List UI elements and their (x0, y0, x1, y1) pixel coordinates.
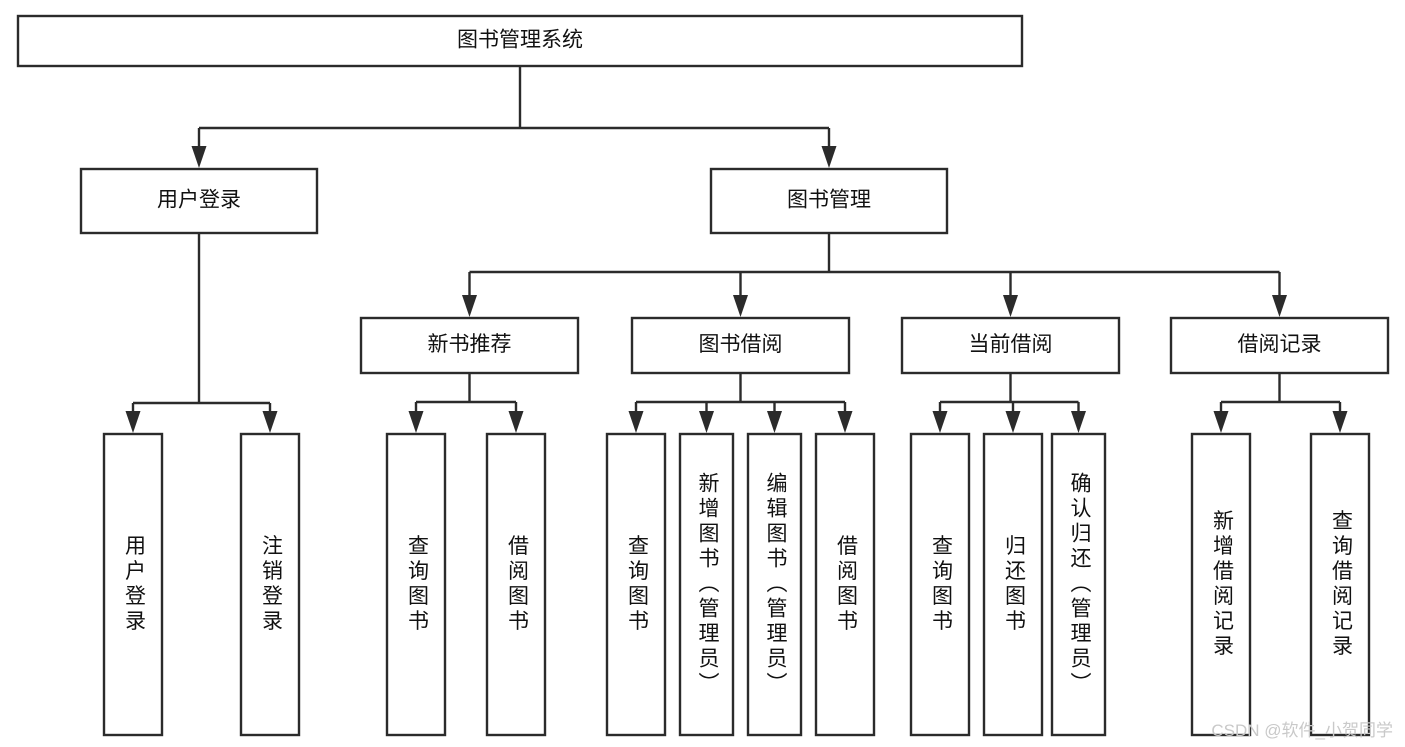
node-label: 确认归还（管理员） (1068, 472, 1092, 697)
node-box (630, 316, 851, 375)
node-box (709, 167, 949, 235)
node-box (16, 14, 1024, 68)
arrow-head-icon (462, 295, 477, 317)
node-box (79, 167, 319, 235)
node-label: 新书推荐 (428, 333, 512, 356)
arrow-head-icon (262, 411, 278, 433)
node-current-borrow[interactable]: 当前借阅 (900, 316, 1121, 375)
arrow-head-icon (767, 411, 782, 433)
node-leaf-add-record[interactable]: 新增借阅记录 (1190, 432, 1252, 737)
node-label: 查询图书 (405, 535, 429, 635)
node-label: 用户登录 (122, 535, 146, 635)
node-leaf-confirm-return[interactable]: 确认归还（管理员） (1050, 432, 1107, 737)
node-label: 当前借阅 (969, 333, 1053, 356)
node-leaf-borrow-book-1[interactable]: 借阅图书 (485, 432, 547, 737)
arrow-head-icon (699, 411, 714, 433)
node-box (485, 432, 547, 737)
node-box (239, 432, 301, 737)
node-leaf-user-login[interactable]: 用户登录 (102, 432, 164, 737)
node-label: 查询图书 (929, 535, 953, 635)
node-root[interactable]: 图书管理系统 (16, 14, 1024, 68)
node-box (385, 432, 447, 737)
arrow-head-icon (1332, 411, 1348, 433)
arrow-head-icon (932, 411, 948, 433)
node-leaf-borrow-book-2[interactable]: 借阅图书 (814, 432, 876, 737)
node-label: 新增图书（管理员） (696, 472, 720, 697)
node-leaf-add-book[interactable]: 新增图书（管理员） (678, 432, 735, 737)
node-label: 图书管理 (787, 189, 871, 212)
node-leaf-query-book-1[interactable]: 查询图书 (385, 432, 447, 737)
node-box (102, 432, 164, 737)
node-label: 查询借阅记录 (1329, 510, 1353, 660)
node-borrow-record[interactable]: 借阅记录 (1169, 316, 1390, 375)
node-layer: 图书管理系统用户登录图书管理新书推荐图书借阅当前借阅借阅记录用户登录注销登录查询… (16, 14, 1390, 737)
node-label: 查询图书 (625, 535, 649, 635)
node-box (605, 432, 667, 737)
node-box (1190, 432, 1252, 737)
connector-layer (125, 66, 1348, 433)
node-label: 借阅图书 (834, 535, 858, 635)
node-box (814, 432, 876, 737)
arrow-head-icon (628, 411, 644, 433)
node-leaf-query-record[interactable]: 查询借阅记录 (1309, 432, 1371, 737)
node-box (1169, 316, 1390, 375)
node-label: 新增借阅记录 (1210, 510, 1234, 660)
node-leaf-edit-book[interactable]: 编辑图书（管理员） (746, 432, 803, 737)
node-label: 借阅图书 (505, 535, 529, 635)
node-box (359, 316, 580, 375)
node-label: 编辑图书（管理员） (764, 472, 788, 697)
arrow-head-icon (1003, 295, 1018, 317)
node-leaf-user-logout[interactable]: 注销登录 (239, 432, 301, 737)
node-label: 借阅记录 (1238, 333, 1322, 356)
node-box (1050, 432, 1107, 737)
node-box (909, 432, 971, 737)
arrow-head-icon (1005, 411, 1021, 433)
node-label: 图书管理系统 (457, 29, 583, 52)
node-book-manage[interactable]: 图书管理 (709, 167, 949, 235)
node-box (678, 432, 735, 737)
arrow-head-icon (508, 411, 524, 433)
node-box (982, 432, 1044, 737)
node-leaf-return-book[interactable]: 归还图书 (982, 432, 1044, 737)
arrow-head-icon (1213, 411, 1229, 433)
node-label: 归还图书 (1002, 535, 1026, 635)
node-label: 用户登录 (157, 189, 241, 212)
node-box (1309, 432, 1371, 737)
node-leaf-query-book-3[interactable]: 查询图书 (909, 432, 971, 737)
node-new-book-rec[interactable]: 新书推荐 (359, 316, 580, 375)
arrow-head-icon (821, 146, 837, 168)
node-user-login[interactable]: 用户登录 (79, 167, 319, 235)
arrow-head-icon (733, 295, 748, 317)
node-label: 图书借阅 (699, 333, 783, 356)
arrow-head-icon (408, 411, 424, 433)
node-leaf-query-book-2[interactable]: 查询图书 (605, 432, 667, 737)
node-box (900, 316, 1121, 375)
arrow-head-icon (1272, 295, 1287, 317)
node-book-borrow[interactable]: 图书借阅 (630, 316, 851, 375)
arrow-head-icon (837, 411, 853, 433)
arrow-head-icon (125, 411, 141, 433)
node-box (746, 432, 803, 737)
node-label: 注销登录 (259, 535, 283, 635)
arrow-head-icon (1071, 411, 1086, 433)
arrow-head-icon (191, 146, 207, 168)
